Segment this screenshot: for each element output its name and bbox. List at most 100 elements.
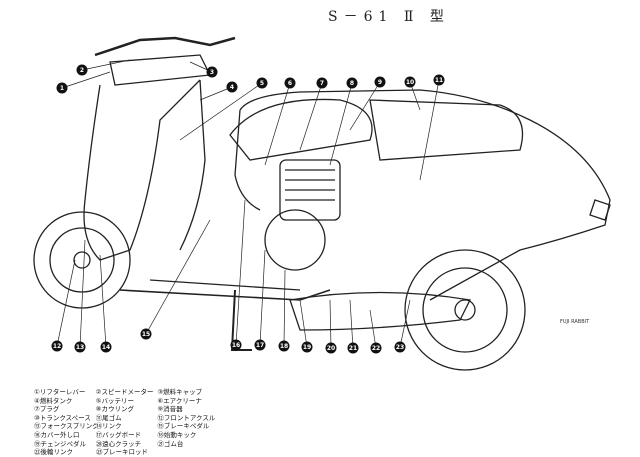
callout-circle xyxy=(325,342,337,354)
legend-item: ⑭リンク xyxy=(95,422,122,431)
legend-item: ⑧カウリング xyxy=(95,405,134,414)
callout-8: 8 xyxy=(329,77,358,166)
callout-number: 17 xyxy=(256,342,264,349)
callout-16: 16 xyxy=(230,199,246,351)
callout-number: 1 xyxy=(60,85,64,92)
callout-14: 14 xyxy=(99,254,112,353)
callout-9: 9 xyxy=(349,76,386,131)
callout-circle xyxy=(374,76,386,88)
legend-item: ⑳遠心クラッチ xyxy=(95,439,142,448)
legend-item: ①リフターレバー xyxy=(34,388,86,396)
callout-circle xyxy=(76,64,88,76)
leader-line xyxy=(299,82,323,151)
callout-5: 5 xyxy=(179,77,268,141)
legend-item: ⑰バッグボード xyxy=(95,430,142,439)
model-title: S－61 Ⅱ 型 xyxy=(328,9,450,25)
callout-12: 12 xyxy=(51,259,76,352)
legend-row: ⑲チェンジペダル ⑳遠心クラッチ ㉑ゴム台 xyxy=(34,440,219,449)
legend-item: ㉑ゴム台 xyxy=(157,439,184,448)
callout-number: 10 xyxy=(406,79,414,86)
callout-circle xyxy=(254,339,266,351)
callout-circle xyxy=(226,81,238,93)
callout-circle xyxy=(284,77,296,89)
callout-circle xyxy=(74,341,86,353)
callout-number: 3 xyxy=(210,69,214,76)
callout-number: 4 xyxy=(230,84,234,91)
leader-line xyxy=(349,299,354,349)
legend-row: ⑯カバー外し口 ⑰バッグボード ⑱始動キック xyxy=(34,431,219,440)
callout-number: 14 xyxy=(102,344,110,351)
callout-6: 6 xyxy=(264,77,296,166)
legend-item: ⑫フロントアクスル xyxy=(157,413,216,422)
callout-20: 20 xyxy=(325,299,337,354)
legend-item: ⑩トランクスペース xyxy=(34,413,91,422)
callout-number: 18 xyxy=(280,343,288,350)
callout-number: 23 xyxy=(396,344,404,351)
leader-line xyxy=(299,299,308,348)
leader-line xyxy=(349,81,381,131)
callout-number: 7 xyxy=(320,80,324,87)
legend-item: ㉓ブレーキロッド xyxy=(96,448,148,457)
legend-item: ⑮ブレーキペダル xyxy=(157,422,210,431)
legend-item: ④燃料タンク xyxy=(34,396,73,405)
callout-3: 3 xyxy=(189,61,218,78)
callout-number: 5 xyxy=(260,80,264,87)
callout-19: 19 xyxy=(299,299,313,353)
callout-number: 16 xyxy=(232,342,240,349)
callout-circle xyxy=(404,76,416,88)
leader-line xyxy=(329,82,353,166)
legend-item: ⑱始動キック xyxy=(157,430,197,439)
callout-number: 13 xyxy=(76,344,84,351)
callout-number: 21 xyxy=(349,345,357,352)
callout-number: 20 xyxy=(327,345,335,352)
callout-circle xyxy=(140,328,152,340)
leader-line xyxy=(235,199,246,346)
legend-item: ㉒後輪リンク xyxy=(34,448,73,457)
leader-line xyxy=(283,269,286,347)
leader-line xyxy=(79,239,86,348)
callout-number: 15 xyxy=(142,331,150,338)
leader-line xyxy=(259,249,266,346)
callout-2: 2 xyxy=(76,59,131,76)
legend-item: ⑬フォークスプリング xyxy=(34,422,96,431)
callout-circle xyxy=(100,341,112,353)
callout-circle xyxy=(301,341,313,353)
leader-line xyxy=(99,254,107,348)
callout-17: 17 xyxy=(254,249,266,351)
callout-15: 15 xyxy=(140,219,211,340)
callout-number: 12 xyxy=(53,343,61,350)
legend-item: ⑨消音器 xyxy=(157,405,183,414)
leader-line xyxy=(145,219,211,335)
callout-circle xyxy=(347,342,359,354)
callout-22: 22 xyxy=(369,309,382,354)
callout-number: 11 xyxy=(435,77,443,84)
legend-item: ⑪尾ゴム xyxy=(95,413,122,422)
callout-number: 9 xyxy=(378,79,382,86)
callout-number: 6 xyxy=(288,80,292,87)
leader-line xyxy=(419,79,440,181)
callout-circle xyxy=(230,339,242,351)
legend-item: ②スピードメーター xyxy=(95,388,154,396)
callout-number: 19 xyxy=(303,344,311,351)
callout-circle xyxy=(51,340,63,352)
callout-23: 23 xyxy=(394,299,411,353)
callout-circle xyxy=(56,82,68,94)
legend-item: ③燃料キャップ xyxy=(157,388,203,396)
leader-line xyxy=(56,259,76,347)
callout-18: 18 xyxy=(278,269,290,352)
callout-circle xyxy=(256,77,268,89)
callout-4: 4 xyxy=(199,81,238,101)
callout-circle xyxy=(316,77,328,89)
callout-7: 7 xyxy=(299,77,328,151)
callout-number: 8 xyxy=(350,80,354,87)
legend-item: ⑯カバー外し口 xyxy=(34,430,80,439)
legend-row: ㉒後輪リンク ㉓ブレーキロッド xyxy=(34,448,219,457)
legend-item: ⑲チェンジペダル xyxy=(34,439,86,448)
callout-circle xyxy=(370,342,382,354)
